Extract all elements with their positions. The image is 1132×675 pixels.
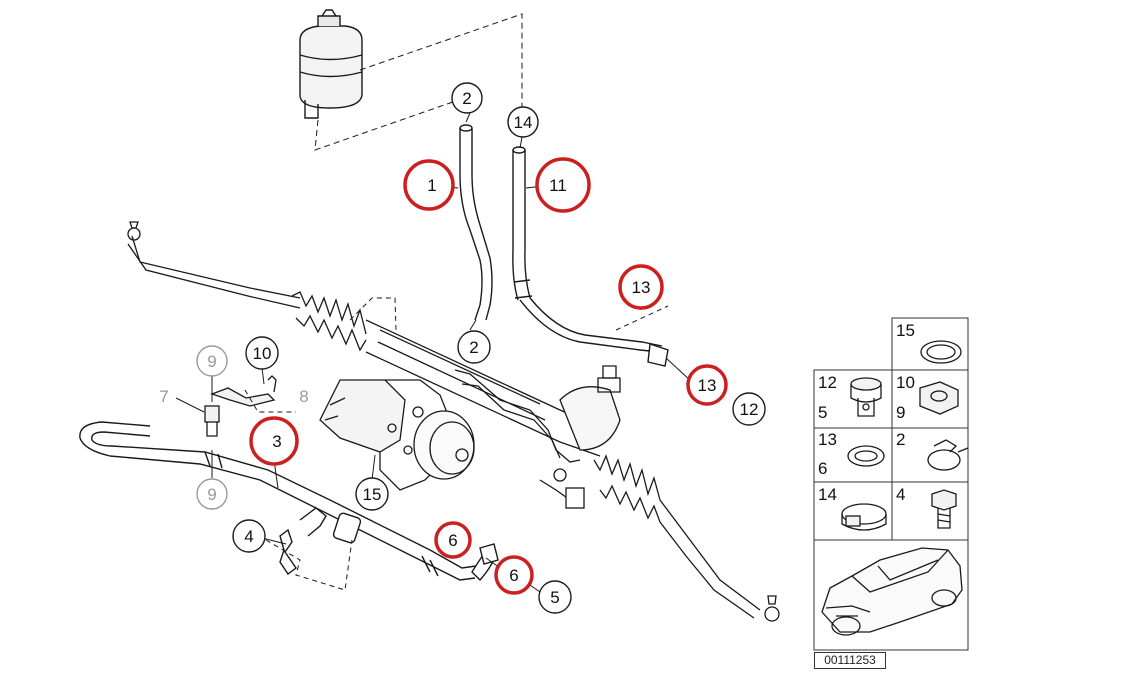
callout-6-left[interactable]: 6 — [434, 521, 472, 559]
svg-text:14: 14 — [514, 113, 533, 132]
svg-text:15: 15 — [363, 485, 382, 504]
legend-4: 4 — [896, 485, 905, 504]
callout-14[interactable]: 14 — [507, 106, 539, 138]
hose-3-drawing — [79, 421, 499, 582]
callout-2-mid[interactable]: 2 — [457, 330, 491, 364]
seal-ring-icon — [847, 445, 885, 467]
svg-text:8: 8 — [299, 387, 308, 406]
svg-text:10: 10 — [253, 344, 272, 363]
dashed-reference-lines — [244, 297, 669, 591]
callout-5[interactable]: 5 — [538, 580, 572, 614]
svg-text:2: 2 — [462, 89, 471, 108]
legend-10: 10 — [896, 373, 915, 392]
callout-2-top[interactable]: 2 — [451, 82, 483, 114]
svg-text:11: 11 — [549, 176, 567, 195]
callout-9-top[interactable]: 9 — [196, 345, 228, 377]
callout-3[interactable]: 3 — [249, 416, 299, 466]
svg-text:9: 9 — [207, 485, 216, 504]
legend-12: 12 — [818, 373, 837, 392]
svg-text:13: 13 — [632, 278, 651, 297]
legend-15: 15 — [896, 321, 915, 340]
callout-1[interactable]: 1 — [403, 159, 455, 211]
legend-13: 13 — [818, 430, 837, 449]
callout-11[interactable]: 11 — [535, 157, 591, 213]
callout-12[interactable]: 12 — [732, 392, 766, 426]
o-ring-icon — [920, 340, 962, 364]
legend-grid — [813, 317, 969, 651]
hose-1-drawing — [459, 124, 493, 321]
legend-labels: 15 12 5 10 9 13 6 2 14 4 — [818, 321, 915, 504]
bracket-drawing — [204, 375, 277, 437]
svg-text:2: 2 — [469, 338, 478, 357]
callout-9-bottom[interactable]: 9 — [196, 478, 228, 510]
legend-5: 5 — [818, 403, 827, 422]
svg-text:9: 9 — [207, 352, 216, 371]
svg-text:6: 6 — [448, 531, 457, 550]
svg-text:12: 12 — [740, 400, 759, 419]
band-clamp-icon — [841, 503, 887, 531]
legend-6: 6 — [818, 459, 827, 478]
svg-text:13: 13 — [698, 376, 717, 395]
svg-text:4: 4 — [244, 527, 253, 546]
legend-14: 14 — [818, 485, 837, 504]
callout-6-right[interactable]: 6 — [494, 555, 534, 595]
reservoir-dashed-links — [314, 13, 523, 151]
banjo-bolt-icon — [850, 377, 882, 417]
callouts: 2 14 1 11 13 2 13 12 — [159, 82, 766, 614]
svg-text:5: 5 — [550, 588, 559, 607]
svg-text:3: 3 — [272, 432, 281, 451]
callout-7[interactable]: 7 — [159, 387, 168, 406]
car-silhouette-icon — [821, 547, 963, 636]
callout-15[interactable]: 15 — [355, 477, 389, 511]
svg-text:6: 6 — [509, 566, 518, 585]
callout-8[interactable]: 8 — [299, 387, 308, 406]
hex-bolt-icon — [931, 489, 957, 529]
part-number-code: 00111253 — [814, 652, 886, 669]
legend-part-drawings — [821, 340, 969, 636]
callout-13-right[interactable]: 13 — [686, 364, 728, 406]
reservoir-drawing — [299, 9, 363, 119]
hose-clamp-icon — [927, 439, 969, 471]
legend-9: 9 — [896, 403, 905, 422]
callout-13-top[interactable]: 13 — [618, 264, 664, 310]
pump-drawing — [319, 379, 475, 491]
legend-2: 2 — [896, 430, 905, 449]
hex-nut-icon — [919, 381, 959, 415]
hose-11-drawing — [512, 146, 669, 367]
callout-4[interactable]: 4 — [232, 519, 266, 553]
svg-text:1: 1 — [427, 176, 436, 195]
callout-10[interactable]: 10 — [245, 336, 279, 370]
svg-text:7: 7 — [159, 387, 168, 406]
steering-rack-drawing — [127, 221, 780, 622]
